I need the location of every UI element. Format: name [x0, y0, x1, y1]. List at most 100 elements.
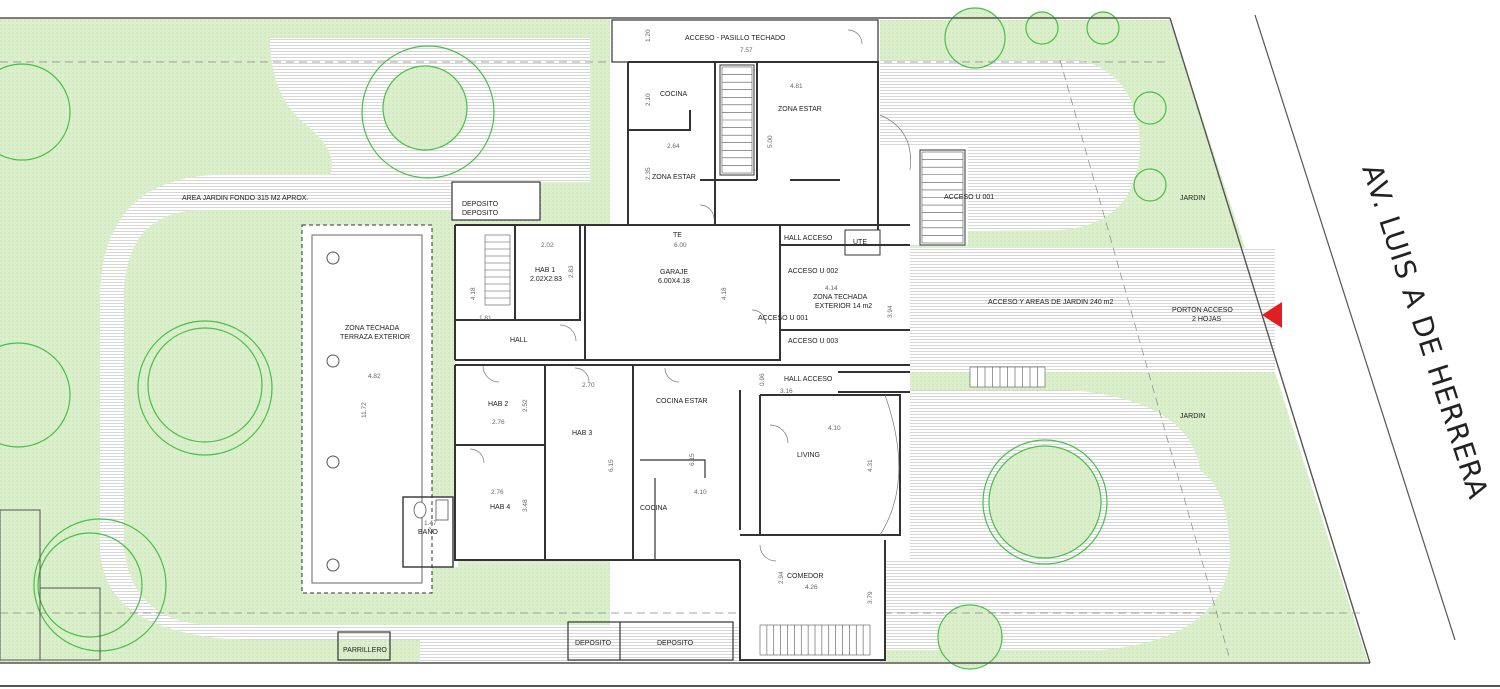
- room-hab4: HAB 4: [490, 504, 510, 511]
- dim-6-15a: 6.15: [608, 459, 615, 472]
- room-deposito-small-1: DEPOSITO: [462, 201, 499, 208]
- dim-0-96: 0.96: [759, 373, 766, 386]
- tree-1: [382, 65, 468, 151]
- dim-4-10a: 4.10: [828, 425, 841, 432]
- dim-4-14: 4.14: [825, 285, 838, 292]
- room-hab2: HAB 2: [488, 401, 508, 408]
- dim-2-35: 2.35: [645, 167, 652, 180]
- dim-2-83: 2.83: [568, 265, 575, 278]
- tree-12: [937, 604, 1003, 670]
- room-deposito-bottom-1: DEPOSITO: [575, 640, 612, 647]
- room-hab3: HAB 3: [572, 430, 592, 437]
- dim-4-26: 4.26: [805, 584, 818, 591]
- label-access-gardens: ACCESO Y AREAS DE JARDIN 240 m2: [988, 299, 1114, 306]
- dim-2-10: 2.10: [645, 93, 652, 106]
- tree-4: [0, 342, 71, 448]
- dim-3-48: 3.48: [522, 499, 529, 512]
- tree-11: [1133, 168, 1167, 202]
- tree-6-ring: [982, 439, 1108, 565]
- tree-8: [1025, 11, 1059, 45]
- room-ute: UTE: [853, 239, 867, 246]
- tree-1-ring: [361, 45, 495, 179]
- room-comedor: COMEDOR: [787, 573, 824, 580]
- entrance-marker: [1262, 302, 1282, 328]
- dim-4-18a: 4.18: [470, 287, 477, 300]
- room-garaje-size: 6.00X4.18: [658, 278, 690, 285]
- dim-7-57: 7.57: [740, 47, 753, 54]
- dimension-labels: 1.20 7.57 2.10 4.81 5.00 2.64 2.35 2.02 …: [361, 29, 894, 604]
- label-covered-zone: ZONA TECHADA: [345, 325, 400, 332]
- room-acceso-u003: ACCESO U 003: [788, 338, 838, 345]
- dim-2-52: 2.52: [522, 399, 529, 412]
- terrace-columns: [326, 251, 340, 572]
- dim-4-82: 4.82: [368, 373, 381, 380]
- dim-5-00: 5.00: [767, 135, 774, 148]
- bathroom-fixtures: [413, 499, 449, 521]
- dim-1-47: 1.47: [424, 520, 437, 527]
- room-hab1: HAB 1: [535, 267, 555, 274]
- dim-1-81: 1.81: [479, 315, 492, 322]
- building-fills: [302, 20, 968, 660]
- room-deposito-small-2: DEPOSITO: [462, 210, 499, 217]
- tree-7: [944, 7, 1006, 69]
- dim-4-31: 4.31: [867, 459, 874, 472]
- room-acceso-u001-top: ACCESO U 001: [944, 194, 994, 201]
- tree-3: [0, 63, 71, 161]
- room-acceso-u001-mid: ACCESO U 001: [758, 315, 808, 322]
- tree-2: [147, 327, 263, 443]
- tree-5b: [37, 532, 143, 638]
- room-cocina-top: COCINA: [660, 91, 688, 98]
- dim-4-18b: 4.18: [721, 287, 728, 300]
- label-gate: PORTON ACCESO: [1172, 307, 1233, 314]
- walls: [0, 19, 966, 661]
- dim-2-94: 2.94: [778, 571, 785, 584]
- dim-2-64: 2.64: [667, 143, 680, 150]
- label-garden-1: JARDIN: [1180, 195, 1205, 202]
- label-gate-leaves: 2 HOJAS: [1192, 316, 1222, 323]
- room-acceso-u002: ACCESO U 002: [788, 268, 838, 275]
- stairs: [484, 66, 1046, 656]
- room-zona-estar-small: ZONA ESTAR: [652, 174, 696, 181]
- tree-2-ring: [137, 320, 273, 456]
- room-living: LIVING: [797, 452, 820, 459]
- dim-2-76b: 2.76: [491, 489, 504, 496]
- tree-9: [1086, 11, 1120, 45]
- paving-back: [100, 38, 740, 662]
- door-swings: [469, 29, 911, 562]
- room-parrillero: PARRILLERO: [343, 647, 387, 654]
- dim-3-94: 3.94: [887, 305, 894, 318]
- trees: [0, 7, 1167, 670]
- room-hall: HALL: [510, 337, 528, 344]
- dim-6-15b: 6.15: [689, 453, 696, 466]
- label-covered-exterior: ZONA TECHADA: [813, 294, 868, 301]
- room-te: TE: [673, 232, 682, 239]
- dim-1-20: 1.20: [645, 29, 652, 42]
- dim-11-72: 11.72: [361, 402, 368, 418]
- room-cocina-bottom: COCINA: [640, 505, 668, 512]
- dim-3-16: 3.16: [780, 388, 793, 395]
- tree-6: [988, 445, 1102, 559]
- street-name: AV. LUIS A DE HERRERA: [1355, 160, 1495, 503]
- dim-2-02: 2.02: [541, 242, 554, 249]
- dim-2-70: 2.70: [582, 382, 595, 389]
- label-covered-exterior-area: EXTERIOR 14 m2: [815, 303, 872, 310]
- paving-entrance: [880, 248, 1275, 372]
- dim-2-76a: 2.76: [492, 419, 505, 426]
- dim-4-81: 4.81: [790, 83, 803, 90]
- room-garaje: GARAJE: [660, 269, 688, 276]
- label-garden-2: JARDIN: [1180, 413, 1205, 420]
- dim-3-79: 3.79: [867, 591, 874, 604]
- room-zona-estar-top: ZONA ESTAR: [778, 106, 822, 113]
- room-hall-acceso-top: HALL ACCESO: [784, 235, 833, 242]
- room-hab1-size: 2.02X2.83: [530, 276, 562, 283]
- label-exterior-terrace: TERRAZA EXTERIOR: [340, 334, 410, 341]
- room-cocina-estar: COCINA ESTAR: [656, 398, 708, 405]
- label-garden-back: AREA JARDIN FONDO 315 M2 APROX.: [182, 195, 308, 202]
- room-deposito-bottom-2: DEPOSITO: [657, 640, 694, 647]
- dim-4-10b: 4.10: [694, 489, 707, 496]
- room-hall-acceso-mid: HALL ACCESO: [784, 376, 833, 383]
- room-acceso-pasillo: ACCESO - PASILLO TECHADO: [685, 35, 786, 42]
- dim-6-00: 6.00: [674, 242, 687, 249]
- room-bano: BAÑO: [418, 527, 438, 536]
